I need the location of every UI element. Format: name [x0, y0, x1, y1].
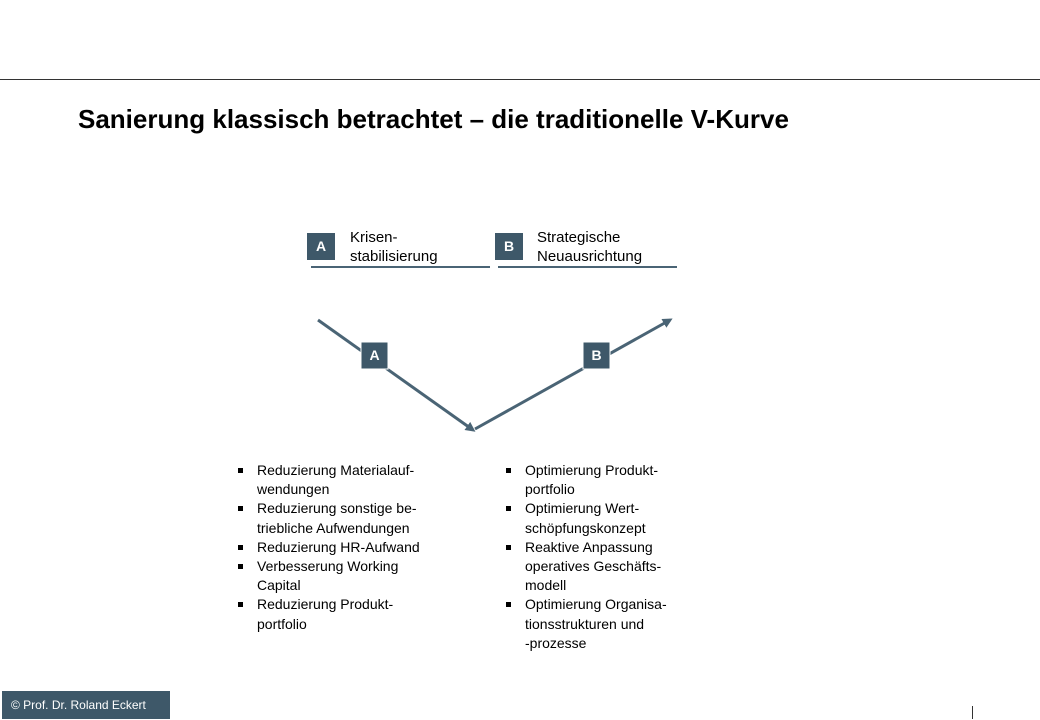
list-item: Verbesserung Working Capital	[237, 557, 452, 595]
curve-marker-a-label: A	[369, 347, 379, 363]
list-item: Reduzierung HR-Aufwand	[237, 538, 452, 557]
curve-marker-b-box	[582, 341, 611, 370]
phase-a-key-label: A	[316, 238, 326, 254]
list-item-text: triebliche Aufwendungen	[257, 519, 410, 536]
curve-marker-a-box	[360, 341, 389, 370]
list-item-text: Optimierung Organisa-	[525, 596, 667, 613]
list-item-text: schöpfungskonzept	[525, 519, 646, 536]
list-item: Optimierung Organisa- tionsstrukturen un…	[505, 595, 705, 653]
phase-b-label-line-2: Neuausrichtung	[537, 248, 642, 265]
list-item-text: Reduzierung Materialauf-	[257, 462, 415, 478]
bullet-square-icon	[506, 468, 511, 473]
list-item-text: Optimierung Wert-	[525, 500, 640, 517]
list-item-text: wendungen	[257, 481, 330, 498]
list-item-text: Reduzierung HR-Aufwand	[257, 538, 420, 555]
list-item-text: Capital	[257, 577, 301, 594]
bullet-square-icon	[506, 544, 511, 550]
list-item: Reduzierung Produkt- portfolio	[237, 595, 452, 633]
bullet-square-icon	[238, 564, 243, 570]
curve-marker-a: A	[360, 341, 389, 370]
bullet-square-icon	[238, 602, 243, 608]
list-item-text: modell	[525, 577, 567, 594]
phase-a-key-box	[307, 233, 335, 260]
list-item-text: Reduzierung Produkt-	[257, 596, 394, 613]
phase-a-header: A Krisen- stabilisierung	[307, 229, 490, 268]
bullet-square-icon	[238, 468, 243, 473]
list-item-text: Optimierung Produkt-	[525, 462, 659, 478]
list-item: Optimierung Produkt- portfolio	[505, 461, 705, 499]
v-curve-ascending-line	[474, 318, 673, 431]
v-curve-descending-line	[317, 318, 476, 432]
phase-a-measures-list: Reduzierung Materialauf- wendungen Reduz…	[237, 461, 452, 634]
phase-b-measures-list: Optimierung Produkt- portfolio Optimieru…	[505, 461, 705, 653]
curve-marker-b: B	[582, 341, 611, 370]
copyright-footer: © Prof. Dr. Roland Eckert	[2, 691, 170, 719]
page-marker-rule	[972, 706, 973, 719]
phase-b-key-label: B	[504, 238, 514, 254]
bullet-square-icon	[238, 506, 243, 512]
bullet-square-icon	[506, 602, 511, 608]
list-item-text: portfolio	[525, 481, 575, 498]
list-item-text: Reduzierung sonstige be-	[257, 500, 417, 517]
list-item-text: operatives Geschäfts-	[525, 558, 662, 575]
phase-b-key-box	[495, 233, 523, 260]
header-rule	[0, 79, 1040, 80]
phase-a-label-line-2: stabilisierung	[350, 248, 438, 265]
list-item: Reduzierung Materialauf- wendungen	[237, 461, 452, 499]
curve-marker-b-label: B	[591, 347, 601, 363]
list-item-text: portfolio	[257, 615, 307, 632]
list-item-text: Verbesserung Working	[257, 558, 399, 575]
list-item-text: tionsstrukturen und	[525, 615, 645, 632]
bullet-square-icon	[238, 544, 243, 550]
bullet-square-icon	[506, 506, 511, 512]
list-item-text: Reaktive Anpassung	[525, 538, 653, 555]
phase-a-label-line-1: Krisen-	[350, 229, 398, 246]
slide-title: Sanierung klassisch betrachtet – die tra…	[78, 104, 789, 134]
phase-b-label-line-1: Strategische	[537, 229, 620, 246]
list-item: Reduzierung sonstige be- triebliche Aufw…	[237, 499, 452, 537]
list-item: Optimierung Wert- schöpfungskonzept	[505, 499, 705, 537]
list-item-text: -prozesse	[525, 634, 587, 651]
list-item: Reaktive Anpassung operatives Geschäfts-…	[505, 538, 705, 596]
phase-b-header: B Strategische Neuausrichtung	[495, 229, 677, 268]
